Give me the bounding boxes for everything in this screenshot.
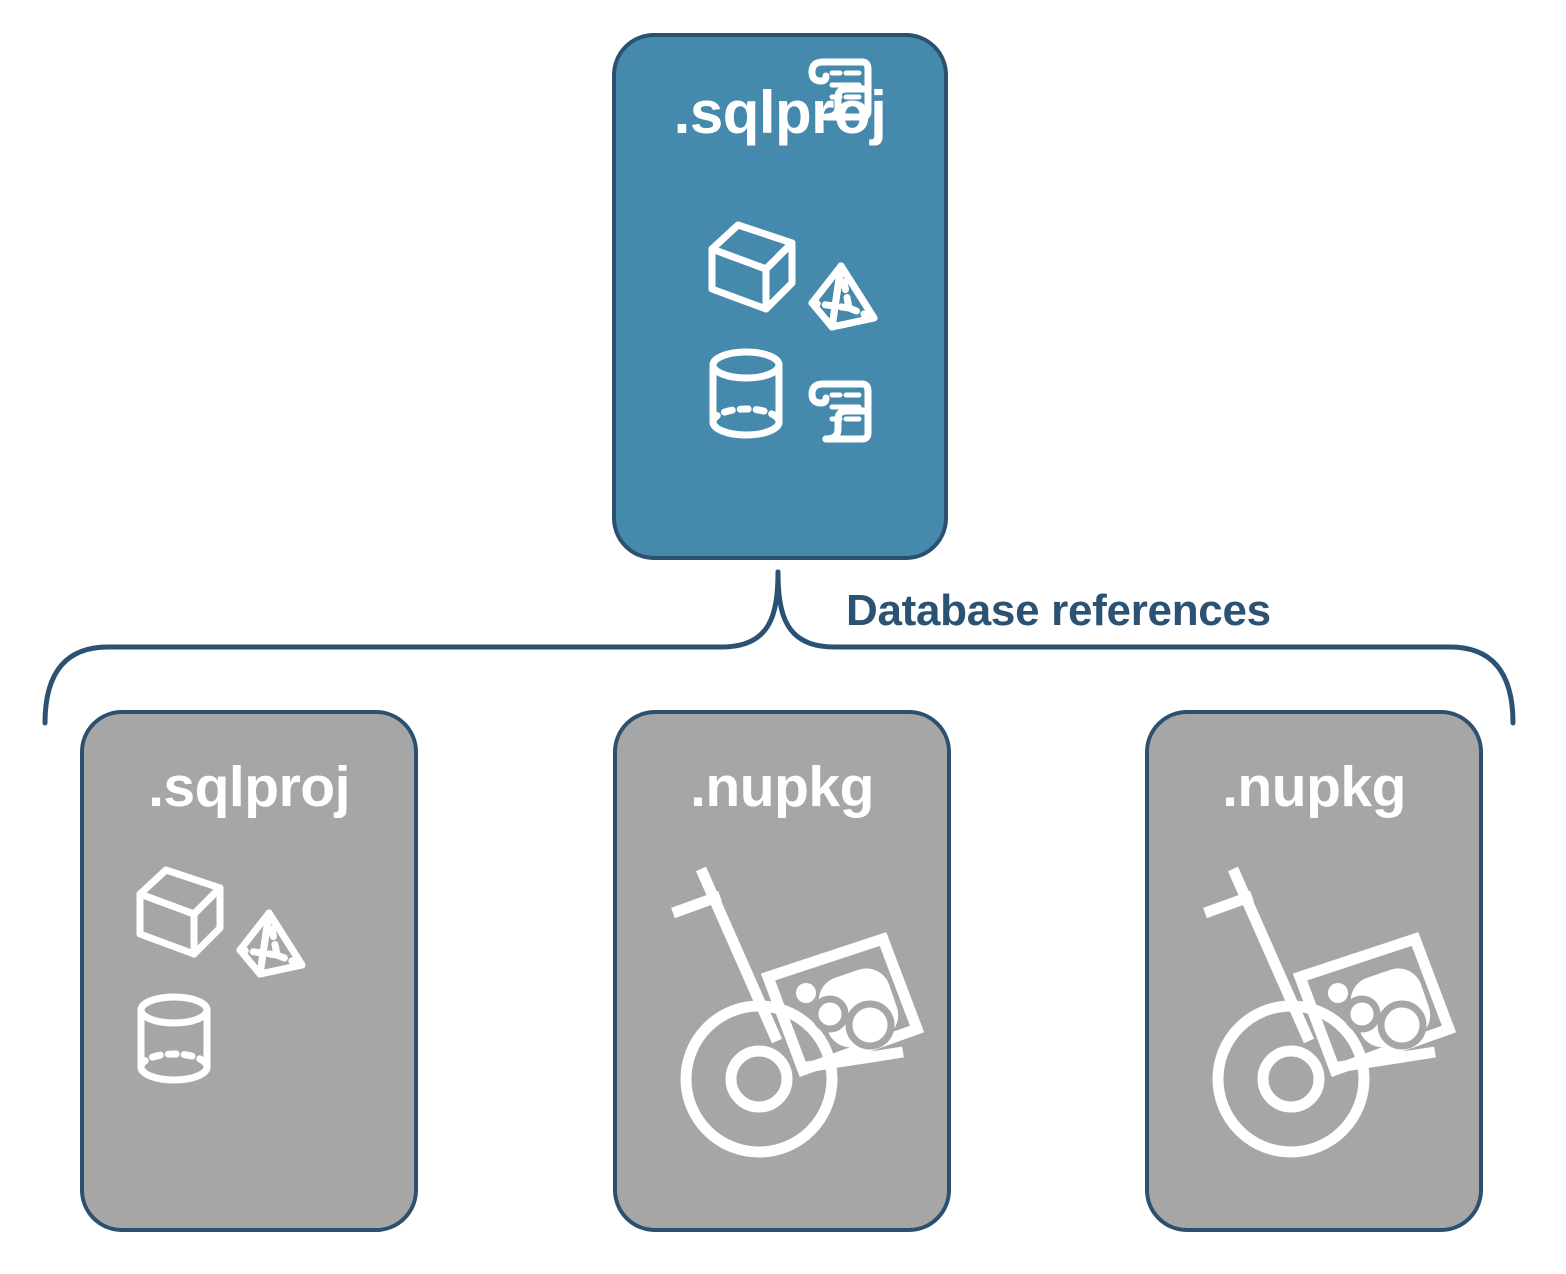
- pyramid-icon: [808, 262, 878, 331]
- node-ref-sqlproj[interactable]: .sqlproj: [80, 710, 418, 1232]
- cylinder-icon: [137, 993, 211, 1084]
- cube-icon: [136, 866, 224, 958]
- pyramid-icon: [236, 909, 306, 978]
- cube-icon: [708, 221, 796, 313]
- node-ref-nupkg-2[interactable]: .nupkg: [1145, 710, 1483, 1232]
- node-sqlproj-root[interactable]: .sqlproj: [612, 33, 948, 560]
- scroll-icon: [808, 380, 872, 443]
- node-sqlproj-root-label: .sqlproj: [673, 79, 887, 146]
- node-ref-sqlproj-label: .sqlproj: [148, 755, 350, 819]
- brace-connector: [42, 569, 1516, 726]
- cylinder-icon: [709, 348, 783, 439]
- node-ref-nupkg-1[interactable]: .nupkg: [613, 710, 951, 1232]
- node-ref-nupkg-1-label: .nupkg: [690, 755, 874, 819]
- nuget-hand-truck-icon: [671, 866, 925, 1158]
- connector-label: Database references: [846, 586, 1271, 635]
- node-ref-nupkg-2-label: .nupkg: [1222, 755, 1406, 819]
- nuget-hand-truck-icon: [1203, 866, 1457, 1158]
